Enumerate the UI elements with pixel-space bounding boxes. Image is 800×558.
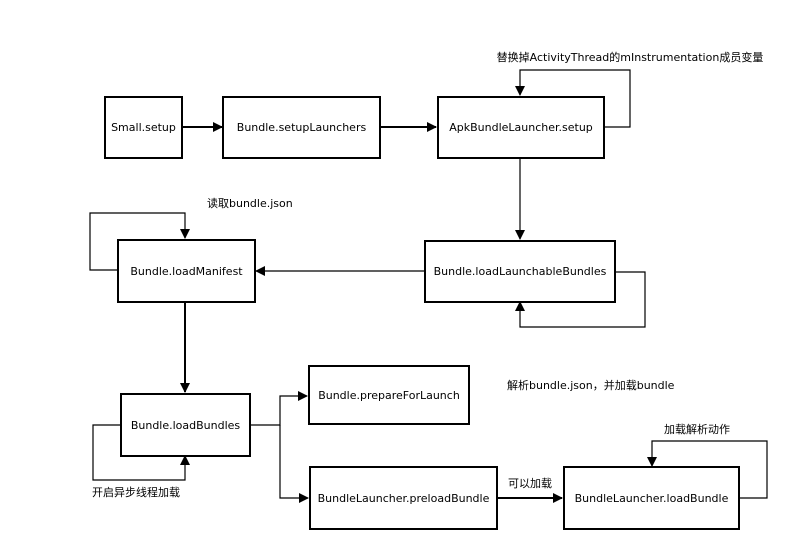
node-bundle-load-manifest: Bundle.loadManifest [117, 239, 256, 303]
node-bundle-prepare-for-launch: Bundle.prepareForLaunch [308, 365, 470, 425]
node-bundle-load-launchable-bundles: Bundle.loadLaunchableBundles [424, 240, 616, 303]
node-bundle-load-bundles: Bundle.loadBundles [120, 393, 251, 457]
edge-loadmanifest-self-loop [89, 212, 190, 271]
edge-loadlaunchable-self-loop [515, 271, 646, 328]
edges [89, 69, 768, 503]
node-bundle-launcher-load-bundle: BundleLauncher.loadBundle [563, 466, 740, 530]
annotation-can-load: 可以加载 [508, 477, 552, 490]
annotation-parse-action: 加载解析动作 [664, 422, 730, 436]
node-label-bundle-load-bundles: Bundle.loadBundles [131, 419, 241, 432]
node-label-bundle-load-launchable-bundles: Bundle.loadLaunchableBundles [434, 265, 607, 278]
node-small-setup: Small.setup [104, 96, 183, 159]
node-label-bundle-launcher-preload-bundle: BundleLauncher.preloadBundle [318, 492, 490, 505]
node-label-bundle-setup-launchers: Bundle.setupLaunchers [237, 121, 367, 134]
node-label-bundle-launcher-load-bundle: BundleLauncher.loadBundle [575, 492, 729, 505]
annotation-async-thread: 开启异步线程加载 [92, 485, 180, 499]
edge-loadbundles-to-preload [279, 425, 309, 503]
edge-loadbundles-self-loop [92, 424, 190, 481]
edge-apksetup-self-loop [515, 69, 631, 128]
annotation-replace-instrumentation: 替换掉ActivityThread的mInstrumentation成员变量 [497, 50, 764, 64]
edge-loadbundles-to-prepare [250, 391, 308, 426]
node-apk-bundle-launcher-setup: ApkBundleLauncher.setup [437, 96, 605, 159]
annotation-parse-json: 解析bundle.json，并加载bundle [507, 378, 675, 392]
node-label-apk-bundle-launcher-setup: ApkBundleLauncher.setup [449, 121, 593, 134]
node-bundle-setup-launchers: Bundle.setupLaunchers [222, 96, 381, 159]
node-bundle-launcher-preload-bundle: BundleLauncher.preloadBundle [309, 466, 498, 530]
annotation-read-json: 读取bundle.json [207, 196, 293, 210]
node-label-bundle-prepare-for-launch: Bundle.prepareForLaunch [318, 389, 460, 402]
node-label-bundle-load-manifest: Bundle.loadManifest [130, 265, 243, 278]
edge-loadbundle-self-loop [647, 440, 768, 499]
node-label-small-setup: Small.setup [111, 121, 176, 134]
